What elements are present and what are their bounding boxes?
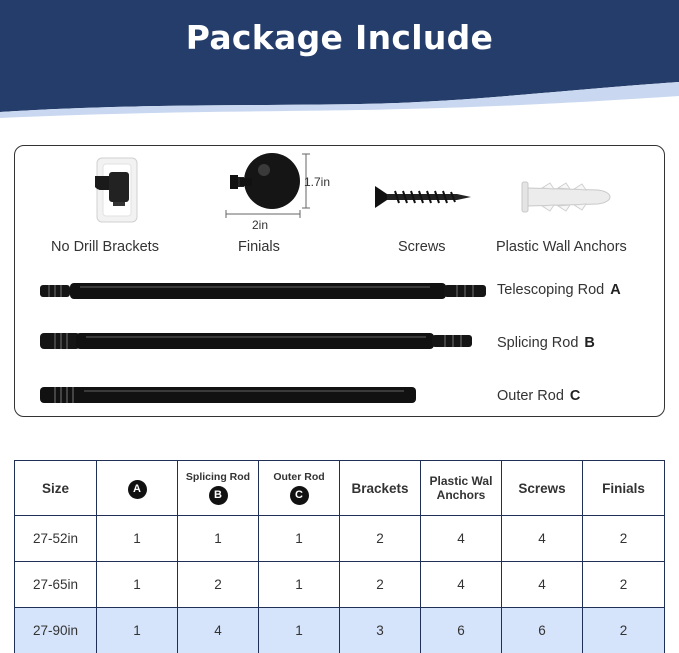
finial-width-dimension: 2in (252, 218, 269, 232)
header-anchors: Plastic Wal Anchors (420, 460, 502, 516)
anchor-icon (520, 180, 612, 214)
cell-finials: 2 (582, 515, 665, 562)
rod-name-b: Splicing Rod (497, 335, 579, 351)
cell-anchors: 4 (420, 561, 502, 608)
cell-c: 1 (258, 561, 340, 608)
cell-a: 1 (96, 607, 178, 653)
splicing-rod-image (40, 332, 472, 350)
cell-c: 1 (258, 515, 340, 562)
cell-anchors: 6 (420, 607, 502, 653)
header-brackets: Brackets (339, 460, 421, 516)
cell-brackets: 2 (339, 515, 421, 562)
bracket-icon (93, 156, 139, 224)
header-a: A (96, 460, 178, 516)
header-banner: Package Include (0, 0, 679, 120)
table-header-row: Size A Splicing Rod B Outer Rod C Bracke… (14, 460, 665, 516)
page-title: Package Include (185, 18, 494, 57)
rod-label-b: Splicing Rod B (497, 335, 595, 351)
item-label-brackets: No Drill Brackets (51, 239, 159, 255)
screw-icon (373, 182, 473, 212)
finial-height-dimension: 1.7in (304, 175, 331, 189)
cell-size: 27-90in (14, 607, 97, 653)
cell-brackets: 3 (339, 607, 421, 653)
rod-letter-b: B (584, 335, 595, 351)
outer-rod-image (40, 386, 416, 404)
cell-finials: 2 (582, 561, 665, 608)
cell-screws: 4 (501, 515, 583, 562)
cell-screws: 6 (501, 607, 583, 653)
header-b: Splicing Rod B (177, 460, 259, 516)
finial-icon (220, 150, 320, 230)
cell-a: 1 (96, 561, 178, 608)
cell-brackets: 2 (339, 561, 421, 608)
cell-b: 2 (177, 561, 259, 608)
package-quantity-table: Size A Splicing Rod B Outer Rod C Bracke… (14, 460, 665, 653)
table-row: 27-52in 1 1 1 2 4 4 2 (14, 515, 665, 562)
cell-c: 1 (258, 607, 340, 653)
header-wave-background (0, 0, 679, 118)
rod-letter-c: C (569, 388, 581, 404)
cell-screws: 4 (501, 561, 583, 608)
header-finials: Finials (582, 460, 665, 516)
letter-b-badge: B (208, 486, 228, 505)
cell-size: 27-52in (14, 515, 97, 562)
letter-c-badge: C (289, 486, 309, 505)
item-label-finials: Finials (238, 239, 280, 255)
letter-a-badge: A (127, 480, 147, 499)
cell-a: 1 (96, 515, 178, 562)
table-row-highlighted: 27-90in 1 4 1 3 6 6 2 (14, 607, 665, 653)
item-label-screws: Screws (398, 239, 446, 255)
header-c: Outer Rod C (258, 460, 340, 516)
header-size: Size (14, 460, 97, 516)
cell-size: 27-65in (14, 561, 97, 608)
rod-name-a: Telescoping Rod (497, 282, 605, 298)
cell-b: 4 (177, 607, 259, 653)
cell-anchors: 4 (420, 515, 502, 562)
telescoping-rod-image (40, 282, 486, 300)
item-label-anchors: Plastic Wall Anchors (496, 239, 627, 255)
package-contents-panel: No Drill Brackets 1.7in 2in Finials (14, 145, 665, 417)
header-b-name: Splicing Rod (185, 471, 251, 483)
rod-name-c: Outer Rod (497, 388, 564, 404)
header-screws: Screws (501, 460, 583, 516)
cell-finials: 2 (582, 607, 665, 653)
cell-b: 1 (177, 515, 259, 562)
table-row: 27-65in 1 2 1 2 4 4 2 (14, 561, 665, 608)
rod-label-a: Telescoping Rod A (497, 282, 621, 298)
rod-letter-a: A (610, 282, 621, 298)
rod-label-c: Outer Rod C (497, 388, 580, 404)
header-c-name: Outer Rod (273, 471, 325, 483)
